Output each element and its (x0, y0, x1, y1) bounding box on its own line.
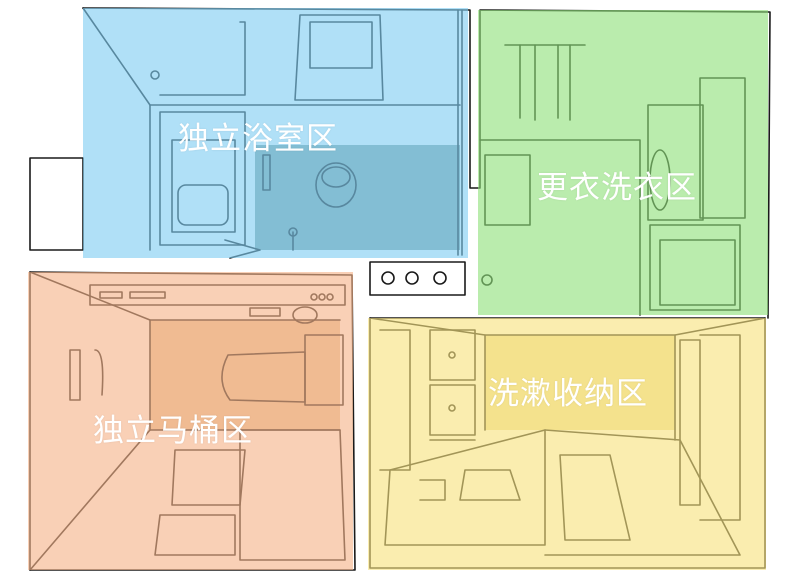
toilet-zone (28, 272, 353, 570)
dressing-laundry-zone (478, 10, 768, 315)
bath-zone (83, 8, 468, 258)
wash-storage-zone-label: 洗漱收纳区 (488, 376, 648, 412)
dressing-laundry-zone-label: 更衣洗衣区 (537, 170, 697, 206)
toilet-zone-label: 独立马桶区 (93, 413, 253, 449)
bath-zone-label: 独立浴室区 (178, 121, 338, 157)
wash-storage-zone (368, 318, 766, 570)
